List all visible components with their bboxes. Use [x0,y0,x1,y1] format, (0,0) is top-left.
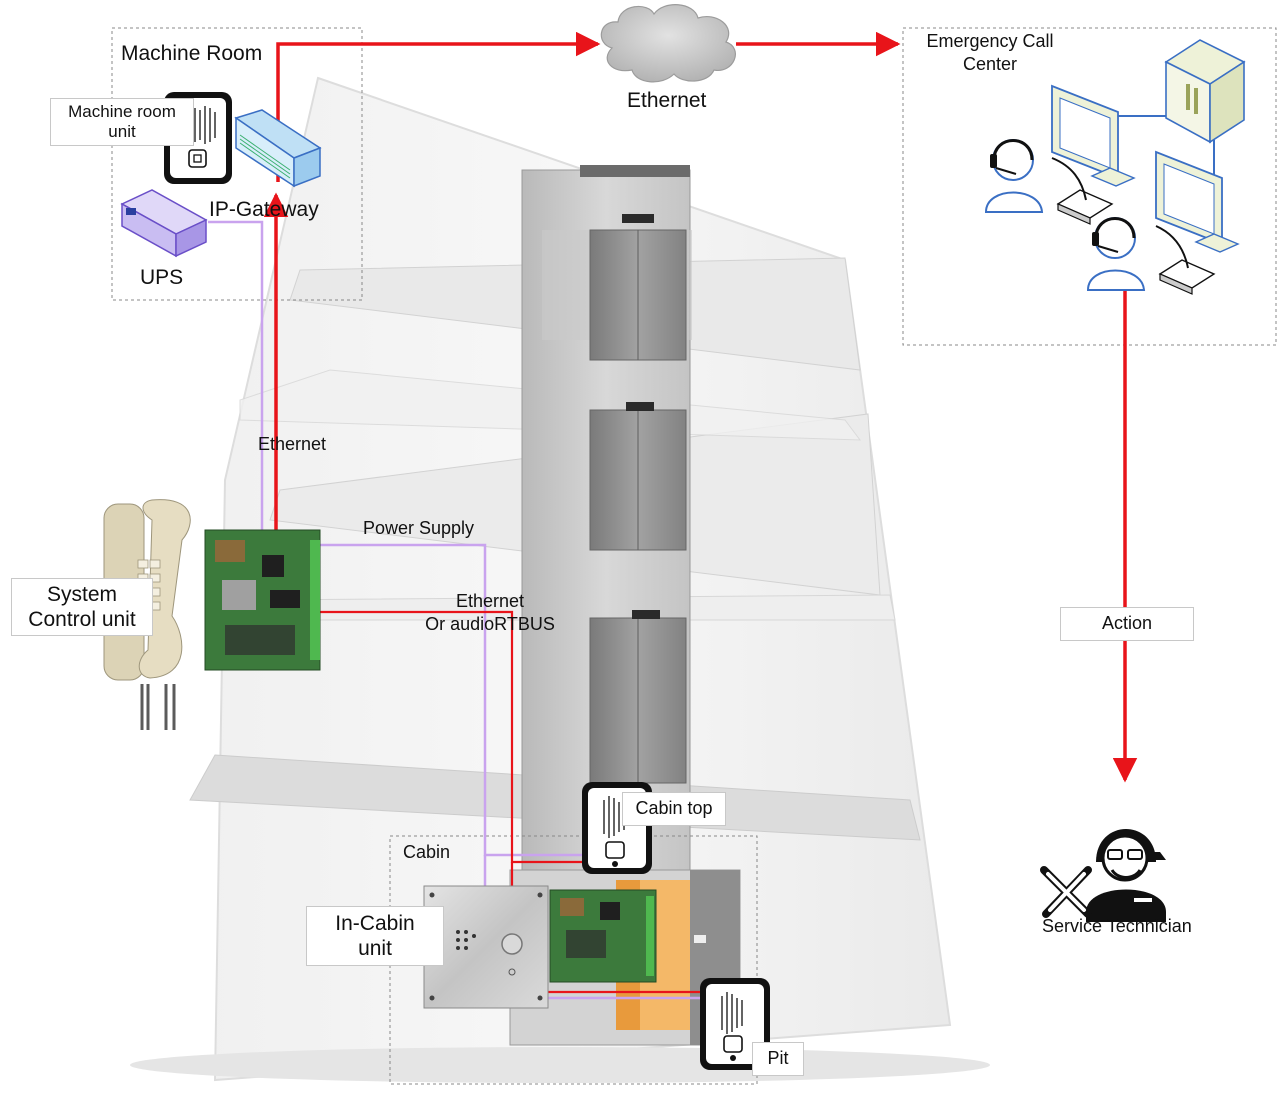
ups-icon [120,189,208,258]
ip-gateway-icon [234,109,322,188]
riser-ethernet-label: Ethernet [258,434,327,454]
in-cabin-panel-icon [423,885,549,1009]
machine-room-title: Machine Room [121,42,263,65]
server-icon [1164,39,1246,144]
call-center-links [1118,115,1215,176]
system-control-line1: System [46,582,117,606]
monitor-icon [1051,84,1136,187]
machine-room-box [111,27,363,301]
service-technician-icon [1040,829,1166,922]
in-cabin-line1: In-Cabin [335,911,415,935]
cabin-board-icon [549,889,657,983]
machine-room-unit-line2: unit [108,122,136,141]
machine-room-unit-label: Machine room unit [50,98,194,146]
desk-microphone-icon [1155,225,1216,295]
ip-gateway-label: IP-Gateway [209,198,319,221]
bus-label: Ethernet Or audioRTBUS [410,590,570,635]
pit-label: Pit [752,1042,804,1076]
action-label: Action [1060,607,1194,641]
cabin-title: Cabin [403,842,451,862]
power-supply-label: Power Supply [363,518,475,538]
in-cabin-label: In-Cabin unit [306,906,444,966]
call-center-title-line1: Emergency Call [926,31,1054,51]
monitor-icon [1155,150,1240,253]
desk-microphone-icon [1051,157,1114,225]
call-center-title: Emergency Call Center [912,30,1068,75]
bus-label-line1: Ethernet [455,591,525,611]
control-board-icon [204,529,321,671]
bus-label-line2: Or audioRTBUS [425,613,555,634]
call-center-title-line2: Center [962,53,1018,74]
machine-room-unit-line1: Machine room [68,101,176,121]
operator-headset-icon [1086,217,1146,291]
cabin-top-label: Cabin top [622,792,726,826]
system-control-line2: Control unit [28,608,136,631]
service-technician-label: Service Technician [1042,916,1192,936]
ethernet-cloud [600,4,736,83]
call-center-box [902,27,1277,346]
ethernet-lines [263,31,1138,994]
system-control-label: System Control unit [11,578,153,636]
operator-headset-icon [984,139,1044,213]
ups-label: UPS [140,266,184,289]
in-cabin-line2: unit [358,937,392,960]
cloud-ethernet-label: Ethernet [627,89,707,112]
